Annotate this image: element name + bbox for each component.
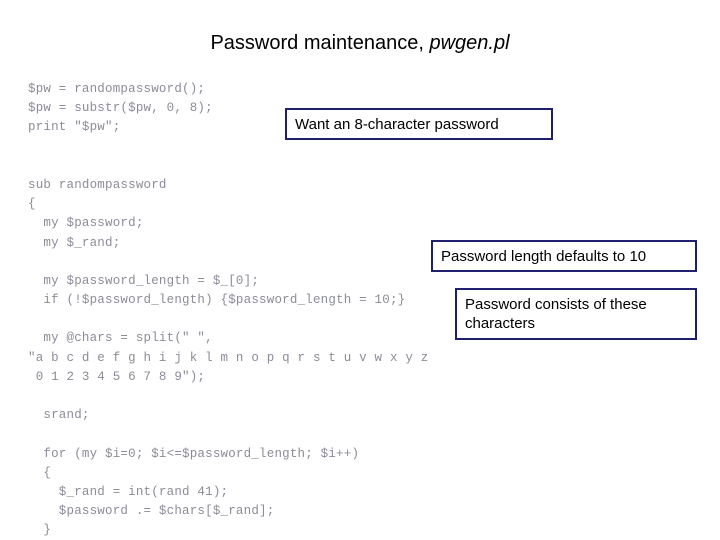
code-line [28, 138, 458, 157]
code-line: { [28, 465, 52, 480]
code-line: { [28, 197, 36, 212]
code-line: 0 1 2 3 4 5 6 7 8 9"); [28, 369, 206, 384]
code-line [28, 253, 458, 272]
callout-password-charset-label: Password consists of these characters [465, 296, 647, 332]
code-listing: $pw = randompassword(); $pw = substr($pw,… [28, 80, 458, 540]
code-line: } [28, 523, 52, 538]
code-line: my $password_length = $_[0]; [28, 273, 260, 288]
code-line: $_rand = int(rand 41); [28, 484, 229, 499]
callout-password-length-default-label: Password length defaults to 10 [441, 248, 647, 265]
code-line: for (my $i=0; $i<=$password_length; $i++… [28, 446, 360, 461]
code-line [28, 310, 458, 329]
code-line: sub randompassword [28, 177, 167, 192]
callout-eight-character-password: Want an 8-character password [285, 108, 553, 140]
callout-password-length-default: Password length defaults to 10 [431, 240, 697, 272]
code-line: my @chars = split(" ", [28, 331, 213, 346]
callout-password-charset: Password consists of these characters [455, 288, 697, 340]
code-line: "a b c d e f g h i j k l m n o p q r s t… [28, 350, 429, 365]
code-line: my $_rand; [28, 235, 121, 250]
code-line: $password .= $chars[$_rand]; [28, 504, 275, 519]
page-title: Password maintenance, pwgen.pl [0, 31, 720, 55]
code-line [28, 157, 458, 176]
code-line: my $password; [28, 216, 144, 231]
callout-eight-character-password-label: Want an 8-character password [295, 116, 499, 133]
code-line: if (!$password_length) {$password_length… [28, 293, 406, 308]
code-line: srand; [28, 408, 90, 423]
code-line: $pw = substr($pw, 0, 8); [28, 101, 213, 116]
page-title-text: Password maintenance, [210, 32, 430, 54]
code-line: $pw = randompassword(); [28, 82, 206, 96]
code-line: print "$pw"; [28, 120, 121, 135]
page-title-filename: pwgen.pl [429, 32, 510, 54]
code-line [28, 425, 458, 444]
code-line [28, 387, 458, 406]
